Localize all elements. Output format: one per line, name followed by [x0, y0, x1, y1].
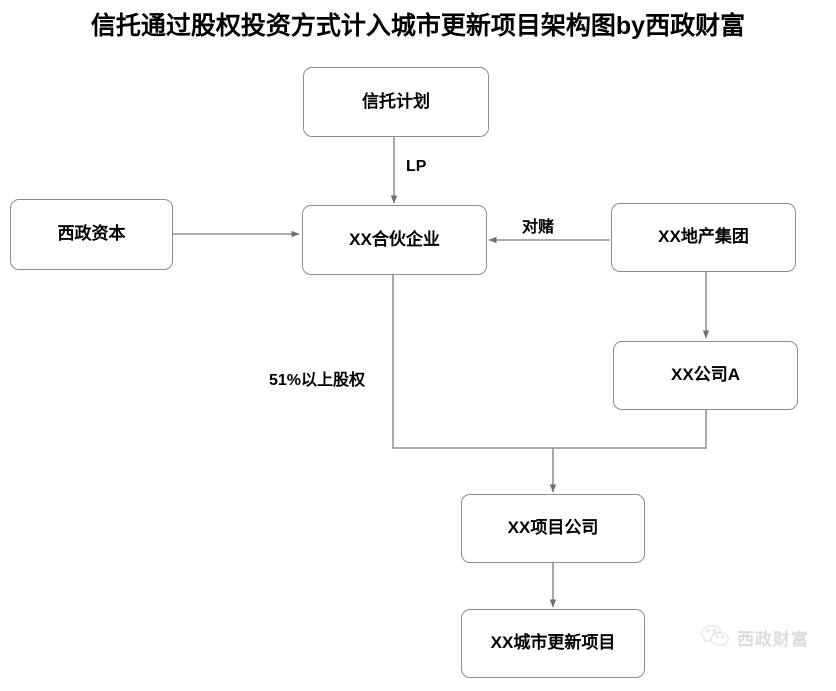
node-partnership-label: XX合伙企业 — [349, 229, 440, 249]
edge-partnership-to-junction — [392, 275, 553, 449]
node-trust-plan[interactable]: 信托计划 — [303, 67, 489, 137]
page-title: 信托通过股权投资方式计入城市更新项目架构图by西政财富 — [90, 12, 746, 40]
edge-label-bet: 对赌 — [522, 219, 555, 236]
edge-label-lp: LP — [406, 158, 427, 175]
node-partnership[interactable]: XX合伙企业 — [302, 205, 487, 275]
edge-companya-to-junction — [553, 410, 707, 449]
node-project-company[interactable]: XX项目公司 — [461, 494, 645, 563]
node-xizheng-capital-label: 西政资本 — [57, 224, 126, 244]
node-company-a[interactable]: XX公司A — [613, 341, 798, 410]
node-realestate-group-label: XX地产集团 — [658, 227, 749, 247]
node-realestate-group[interactable]: XX地产集团 — [611, 203, 796, 272]
node-trust-plan-label: 信托计划 — [362, 91, 430, 111]
wechat-icon — [701, 625, 729, 648]
node-company-a-label: XX公司A — [671, 365, 740, 385]
watermark: 西政财富 — [700, 624, 809, 650]
node-project-company-label: XX项目公司 — [507, 518, 599, 538]
node-urban-renewal-project-label: XX城市更新项目 — [490, 633, 616, 653]
node-xizheng-capital[interactable]: 西政资本 — [10, 199, 173, 270]
node-urban-renewal-project[interactable]: XX城市更新项目 — [461, 609, 645, 678]
watermark-label: 西政财富 — [737, 629, 809, 649]
edge-label-equity: 51%以上股权 — [269, 372, 366, 389]
